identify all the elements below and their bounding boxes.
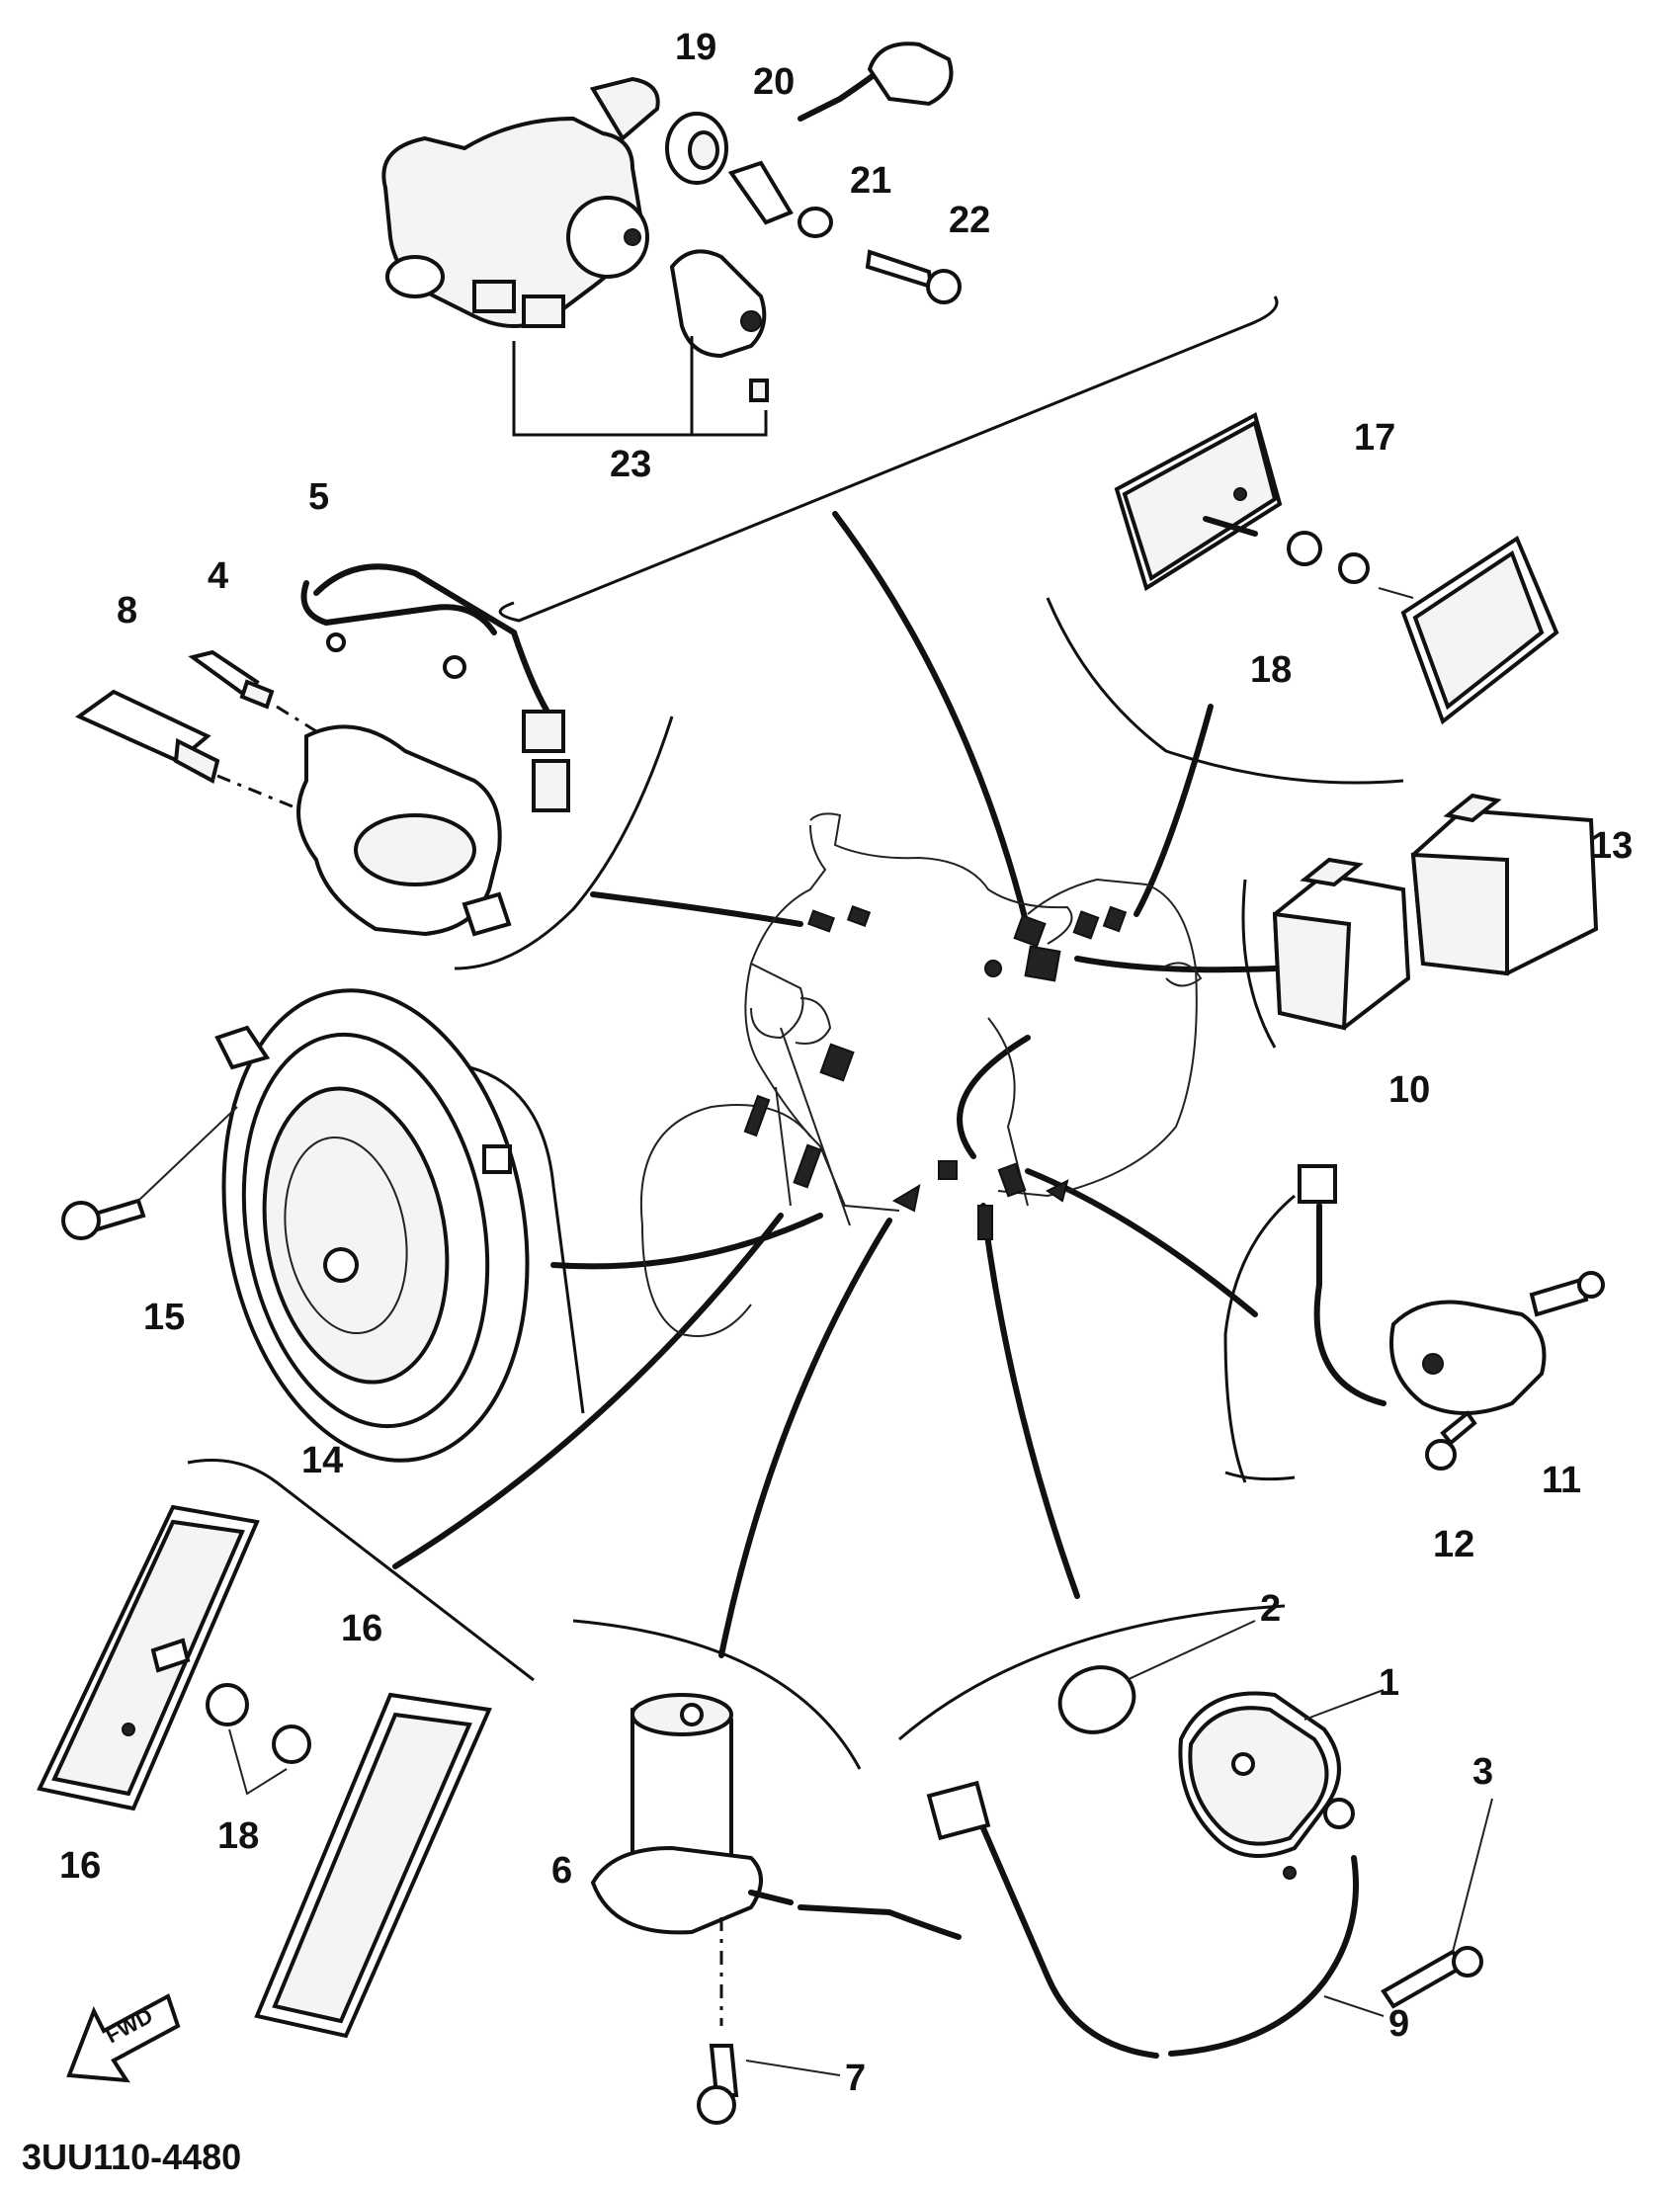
part-18-nuts-bottom [206, 1683, 311, 1796]
part-9-lead-wire [926, 1780, 1385, 2059]
part-8-sensor [75, 689, 327, 822]
group-boundaries [187, 295, 1404, 1770]
part-number-2: 2 [1260, 1588, 1281, 1630]
part-12-screw [1425, 1410, 1477, 1471]
part-number-16: 16 [59, 1845, 101, 1887]
part-number-5: 5 [308, 476, 329, 518]
part-number-labels: 19 20 21 22 23 17 18 5 4 8 13 10 15 14 1… [59, 27, 1633, 2099]
part-6-solenoid [590, 1693, 962, 2026]
part-21-washer [798, 207, 833, 238]
part-number-1: 1 [1379, 1662, 1399, 1704]
part-5-wire-harness [300, 563, 570, 812]
part-23-main-switch [381, 76, 769, 437]
fwd-arrow-icon: FWD [66, 1993, 181, 2083]
part-2-oring [1057, 1620, 1256, 1734]
part-number-10: 10 [1388, 1069, 1430, 1111]
harness-connectors [743, 905, 1128, 1240]
part-1-regulator [1178, 1689, 1385, 1880]
part-14-horn [214, 988, 530, 1463]
part-number-8: 8 [117, 590, 137, 631]
part-number-15: 15 [143, 1297, 185, 1338]
part-number-14: 14 [301, 1440, 343, 1481]
part-number-16-right: 16 [341, 1608, 382, 1649]
part-17-reflector-bottom [1400, 536, 1559, 725]
part-19-grommet [665, 112, 728, 185]
diagram-code: 3UU110-4480 [22, 2137, 241, 2177]
part-number-22: 22 [949, 200, 990, 241]
part-number-13: 13 [1591, 825, 1633, 867]
part-number-20: 20 [753, 61, 795, 103]
part-number-18-top: 18 [1250, 649, 1292, 691]
part-4-sensor [188, 649, 317, 733]
part-18-nuts-top [1287, 531, 1414, 599]
part-17-reflector-top [1114, 412, 1283, 592]
part-number-11: 11 [1542, 1460, 1581, 1501]
part-16-reflector [37, 1504, 260, 1811]
wiring-leads [392, 511, 1278, 1658]
part-number-18-bottom: 18 [217, 1815, 259, 1857]
part-10-relay [1272, 857, 1411, 1031]
part-number-19: 19 [675, 27, 716, 68]
part-number-21: 21 [850, 160, 891, 202]
part-number-4: 4 [208, 555, 228, 597]
part-11-switch [1298, 1164, 1605, 1415]
part-16b-reflector [254, 1692, 492, 2039]
part-13-relay [1410, 793, 1599, 976]
part-number-7: 7 [845, 2058, 866, 2099]
part-15-bolt [61, 1106, 238, 1240]
thermostat-housing [296, 724, 512, 937]
part-number-3: 3 [1472, 1751, 1493, 1793]
part-number-23: 23 [610, 444, 651, 485]
switch-cable [798, 42, 954, 122]
part-7-bolt [697, 2044, 841, 2125]
part-number-17: 17 [1354, 417, 1395, 459]
part-22-bolt [865, 249, 962, 304]
part-number-12: 12 [1433, 1524, 1474, 1565]
part-20-collar [727, 160, 794, 225]
part-3-bolt [1381, 1798, 1493, 2009]
frame-outline [639, 812, 1203, 1337]
part-number-6: 6 [551, 1850, 572, 1892]
part-number-9: 9 [1388, 2003, 1409, 2045]
